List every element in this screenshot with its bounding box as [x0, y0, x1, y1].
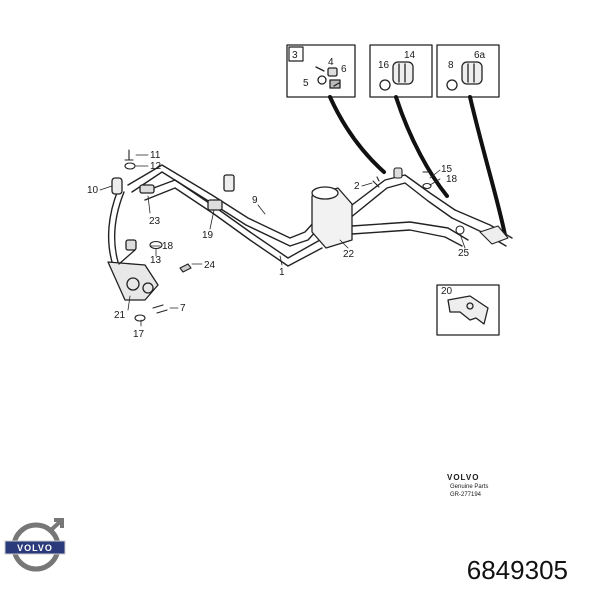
left-fittings [107, 177, 159, 301]
callout-11: 11 [150, 150, 161, 161]
callout-21: 21 [114, 310, 126, 321]
stamp-line: Genuine Parts [450, 484, 488, 490]
callout-6a: 6a [474, 50, 486, 61]
clamp-19 [207, 199, 223, 211]
silencer [311, 186, 353, 249]
callout-17: 17 [133, 329, 145, 340]
callout-14: 14 [404, 50, 416, 61]
callout-12: 12 [150, 161, 162, 172]
detail-box-8 [436, 44, 500, 98]
seal-ring [317, 75, 327, 85]
callout-24: 24 [204, 260, 216, 271]
genuine-parts-stamp: VOLVO Genuine Parts GR-277194 [447, 473, 488, 498]
small-hardware [124, 149, 509, 322]
callout-20: 20 [441, 286, 453, 297]
callout-18-mid: 18 [162, 241, 174, 252]
coupling [392, 61, 414, 85]
callout-25: 25 [458, 248, 470, 259]
o-ring [379, 79, 391, 91]
callout-18: 18 [446, 174, 458, 185]
callout-16: 16 [378, 60, 390, 71]
callout-9: 9 [252, 195, 258, 206]
coupling [461, 61, 483, 85]
callouts: 3 4 6 5 16 14 8 6a 11 12 10 23 19 9 18 1… [87, 50, 486, 340]
callout-23: 23 [149, 216, 161, 227]
callout-13: 13 [150, 255, 162, 266]
logo-text: VOLVO [17, 543, 53, 553]
callout-4: 4 [328, 57, 334, 68]
callout-6: 6 [341, 64, 347, 75]
bracket [447, 295, 489, 325]
callout-3: 3 [292, 50, 298, 61]
callout-15: 15 [441, 164, 453, 175]
stamp-code: GR-277194 [450, 492, 482, 498]
callout-5: 5 [303, 78, 309, 89]
callout-2: 2 [354, 181, 360, 192]
fitting [327, 67, 338, 77]
callout-7: 7 [180, 303, 186, 314]
stub-fitting [223, 174, 235, 192]
stamp-brand: VOLVO [447, 473, 479, 482]
callout-19: 19 [202, 230, 214, 241]
callout-10: 10 [87, 185, 99, 196]
detail-leaders [328, 95, 507, 237]
callout-1: 1 [279, 267, 285, 278]
callout-8: 8 [448, 60, 454, 71]
valve-core [329, 79, 341, 89]
o-ring [446, 79, 458, 91]
detail-box-20 [436, 284, 500, 336]
volvo-logo: VOLVO [4, 518, 66, 572]
callout-22: 22 [343, 249, 355, 260]
detail-box-3 [286, 44, 356, 98]
leader-lines [99, 154, 466, 327]
detail-box-14 [369, 44, 433, 98]
part-number: 6849305 [466, 555, 568, 585]
